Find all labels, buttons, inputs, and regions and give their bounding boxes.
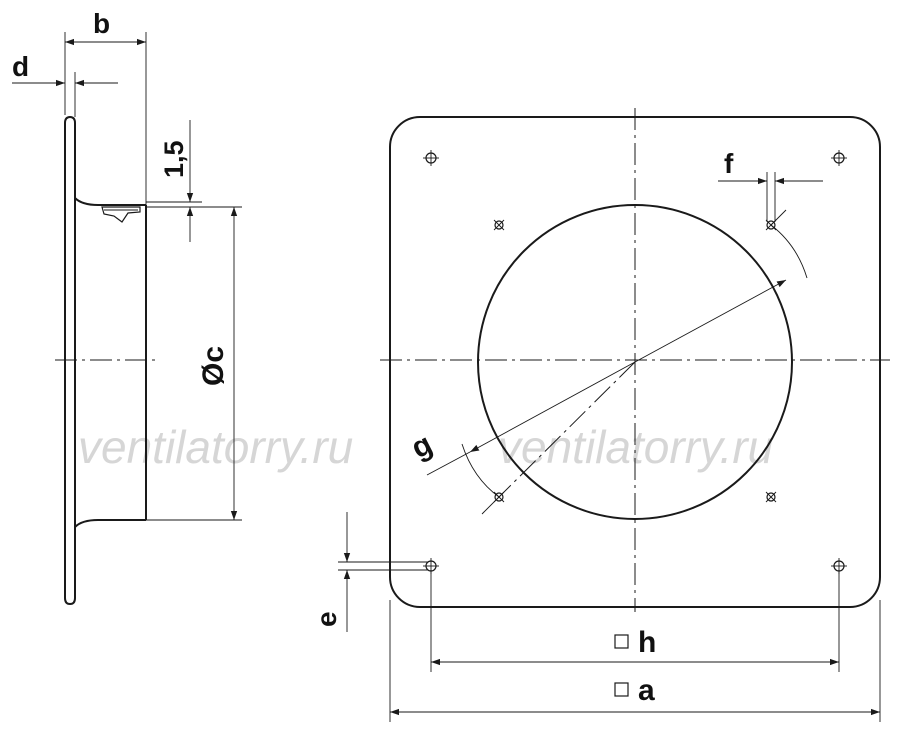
label-b: b [93, 8, 110, 39]
dim-g-arc-lower [461, 443, 500, 498]
side-collar-bottom [74, 519, 146, 528]
dim-g-arrow-lower [469, 361, 636, 453]
label-h: h [638, 626, 656, 659]
watermark-left: ventilatorry.ru [78, 421, 353, 473]
label-thickness: 1,5 [159, 140, 189, 178]
diagonal-hole [493, 219, 505, 231]
dim-g-arc-upper [770, 224, 808, 279]
label-g: g [406, 428, 437, 466]
side-cutaway [101, 206, 141, 223]
label-d: d [12, 51, 29, 82]
front-view: g f e h a [311, 108, 890, 722]
diagonal-hole [765, 491, 777, 503]
label-a: a [638, 674, 655, 707]
side-collar-top [74, 197, 146, 206]
corner-hole [831, 150, 847, 166]
label-diameter: Øc [197, 346, 230, 386]
square-symbol-h [614, 634, 629, 649]
side-view: b d 1,5 Øc [12, 8, 242, 606]
label-f: f [724, 148, 734, 179]
corner-hole [423, 150, 439, 166]
label-e: e [311, 611, 342, 627]
watermark-right: ventilatorry.ru [498, 421, 773, 473]
side-flange-plate [64, 115, 76, 606]
dim-g-arrow-upper [634, 279, 787, 363]
square-symbol-a [614, 682, 629, 697]
